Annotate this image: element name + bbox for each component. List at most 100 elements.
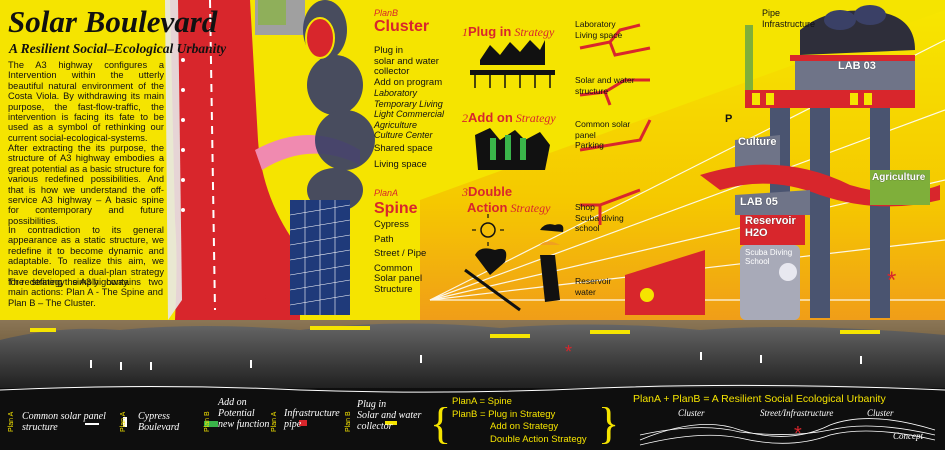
strategy-number: 2: [462, 111, 468, 125]
strategy-1-heading: 1Plug in Strategy: [462, 24, 554, 40]
strategy-icons: [470, 40, 555, 170]
legend-line: Solar and water: [357, 410, 422, 421]
asterisk-strip: *: [565, 342, 572, 362]
strategy-number: 1: [462, 25, 468, 39]
planb-item: Plug in: [374, 45, 404, 56]
legend-line: structure: [22, 422, 58, 433]
summary-list: PlanA = Spine PlanB = Plug in Strategy A…: [452, 396, 587, 446]
concept-label-cluster-right: Cluster: [867, 408, 894, 418]
intro-paragraph-2: After extracting the its purpose, the st…: [8, 143, 164, 226]
label-line: Reservoir: [575, 276, 612, 286]
concept-label-street: Street/Infrastructure: [760, 408, 834, 418]
label-line: H2O: [745, 227, 768, 239]
plana-item: Path: [374, 233, 394, 245]
reservoir-window: [640, 288, 654, 302]
intro-paragraph-1: The A3 highway configures a Intervention…: [8, 60, 164, 143]
strategy-word: Strategy: [515, 111, 556, 125]
lab03-label: LAB 03: [838, 60, 876, 72]
legend-line: Boulevard: [138, 422, 180, 433]
brace-right: }: [598, 399, 619, 448]
strategy-name: Double: [468, 184, 513, 199]
page-subtitle: A Resilient Social–Ecological Urbanity: [9, 41, 227, 56]
label-line: Scuba Diving: [745, 248, 793, 257]
planb-program: Light Commercial: [374, 109, 445, 119]
label-line: Scuba diving: [575, 212, 624, 223]
legend-line: Potential: [218, 408, 255, 419]
plana-item: Street / Pipe: [374, 248, 427, 259]
planb-item: Shared space: [374, 142, 433, 154]
spine-road: [170, 0, 300, 320]
solar-panel-grid: [289, 200, 351, 315]
cypress-strip: [90, 352, 862, 370]
plana-item: Structure: [374, 283, 413, 295]
legend-line: Add on: [218, 397, 247, 408]
legend-line: new function: [218, 419, 270, 430]
strategy-name: Action: [467, 200, 508, 215]
legend-tag: Plan A: [271, 411, 278, 432]
planb-tag: PlanB: [374, 8, 399, 18]
planb-item: Add on program: [374, 76, 443, 88]
label-line: structure: [575, 85, 609, 96]
cypress-dots: [181, 58, 185, 212]
legend-line: Common solar panel: [22, 411, 106, 422]
mountain-strip: [0, 320, 945, 390]
strategy-2-heading: 2Add on Strategy: [462, 110, 556, 126]
page-title: Solar Boulevard: [8, 4, 218, 39]
plana-title: Spine: [374, 200, 418, 217]
legend-tag: Plan A: [120, 411, 127, 432]
planb-program: Temporary Living: [374, 98, 443, 109]
strategy-3-heading: 3Double Action Strategy: [462, 184, 550, 216]
strategy-name: Add on: [468, 110, 513, 125]
legend-line: Plug in: [357, 399, 387, 410]
asterisk-left: *: [262, 288, 271, 313]
double-action-icons: [464, 214, 564, 312]
concept-caption: Concept: [893, 431, 923, 441]
planb-program: Agriculture: [374, 119, 418, 130]
parking-sign: P: [725, 113, 733, 125]
summary-line: Double Action Strategy: [490, 433, 587, 445]
brace-left: {: [430, 399, 451, 448]
concept-headline: PlanA + PlanB = A Resilient Social Ecolo…: [633, 393, 886, 405]
strategy-number: 3: [462, 185, 468, 199]
lab05-label: LAB 05: [740, 196, 778, 208]
asterisk-concept: *: [794, 423, 802, 445]
label-line: panel: [575, 129, 596, 140]
plana-item: Solar panel: [374, 273, 423, 284]
label-line: Reservoir: [745, 215, 796, 227]
label-line: Shop: [575, 202, 595, 212]
label-line: Laboratory: [575, 19, 616, 29]
red-blob: [305, 17, 335, 59]
concept-label-cluster-left: Cluster: [678, 408, 705, 418]
building: [700, 5, 940, 320]
legend-tag: Plan B: [204, 411, 211, 432]
intro-paragraph-3: In contradiction to its general appearan…: [8, 225, 164, 288]
planb-list: Plug in solar and water collector Add on…: [374, 45, 445, 171]
planb-program: Laboratory: [374, 88, 418, 98]
road-edge: [165, 0, 182, 320]
bottom-band: [0, 388, 945, 450]
strategy-word: Strategy: [514, 25, 555, 39]
road-center-line: [209, 0, 216, 311]
legend-line: Infrastructure: [284, 408, 340, 419]
legend-tag: Plan A: [8, 411, 15, 432]
legend-line: collector: [357, 421, 393, 432]
label-line: water: [575, 286, 596, 297]
label-line: Pipe: [762, 8, 781, 18]
strategy-name: Plug in: [468, 24, 512, 39]
concept-lines: [639, 418, 936, 446]
plana-item: Common: [374, 262, 413, 274]
